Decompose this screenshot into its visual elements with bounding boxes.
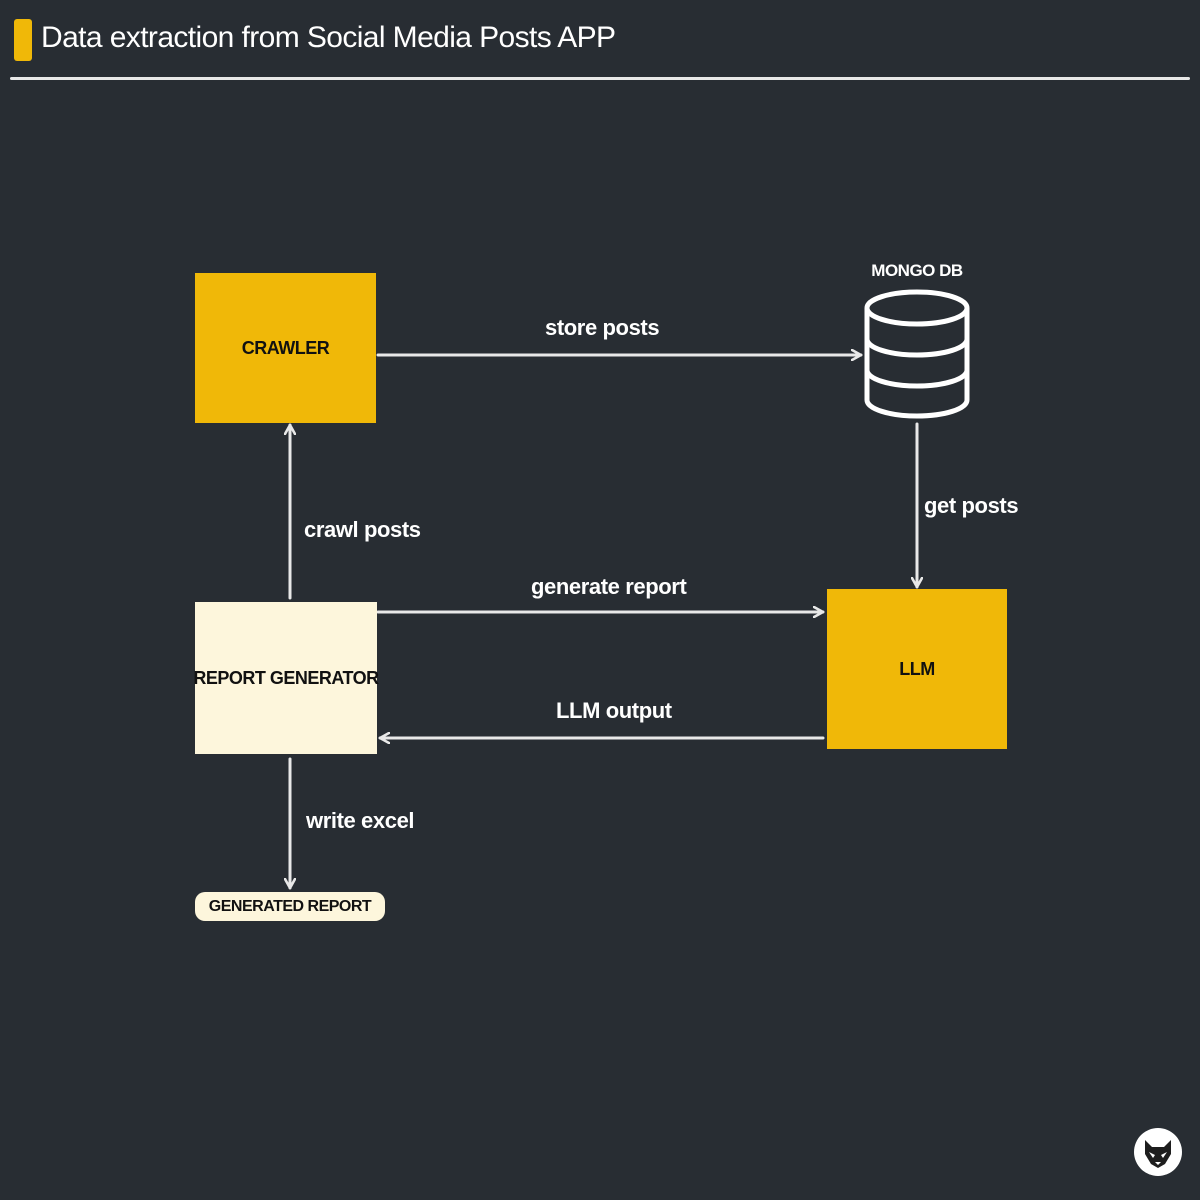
- database-icon: [864, 289, 970, 419]
- header-divider: [10, 77, 1190, 80]
- edge-label-store-posts: store posts: [545, 315, 660, 340]
- database-label: MONGO DB: [871, 261, 963, 280]
- header-accent-bar: [14, 19, 32, 61]
- crawler-node: CRAWLER: [195, 273, 376, 423]
- edge-label-get-posts: get posts: [924, 493, 1019, 518]
- generated-report-node: GENERATED REPORT: [195, 892, 385, 921]
- report-generator-node: REPORT GENERATOR: [193, 602, 379, 754]
- fox-logo-icon: [1134, 1128, 1182, 1176]
- edge-label-llm-output: LLM output: [556, 698, 672, 723]
- edge-label-crawl-posts: crawl posts: [304, 517, 421, 542]
- edge-label-generate-report: generate report: [531, 574, 687, 599]
- page-title: Data extraction from Social Media Posts …: [41, 21, 616, 54]
- edge-label-write-excel: write excel: [306, 808, 415, 833]
- llm-node: LLM: [827, 589, 1007, 749]
